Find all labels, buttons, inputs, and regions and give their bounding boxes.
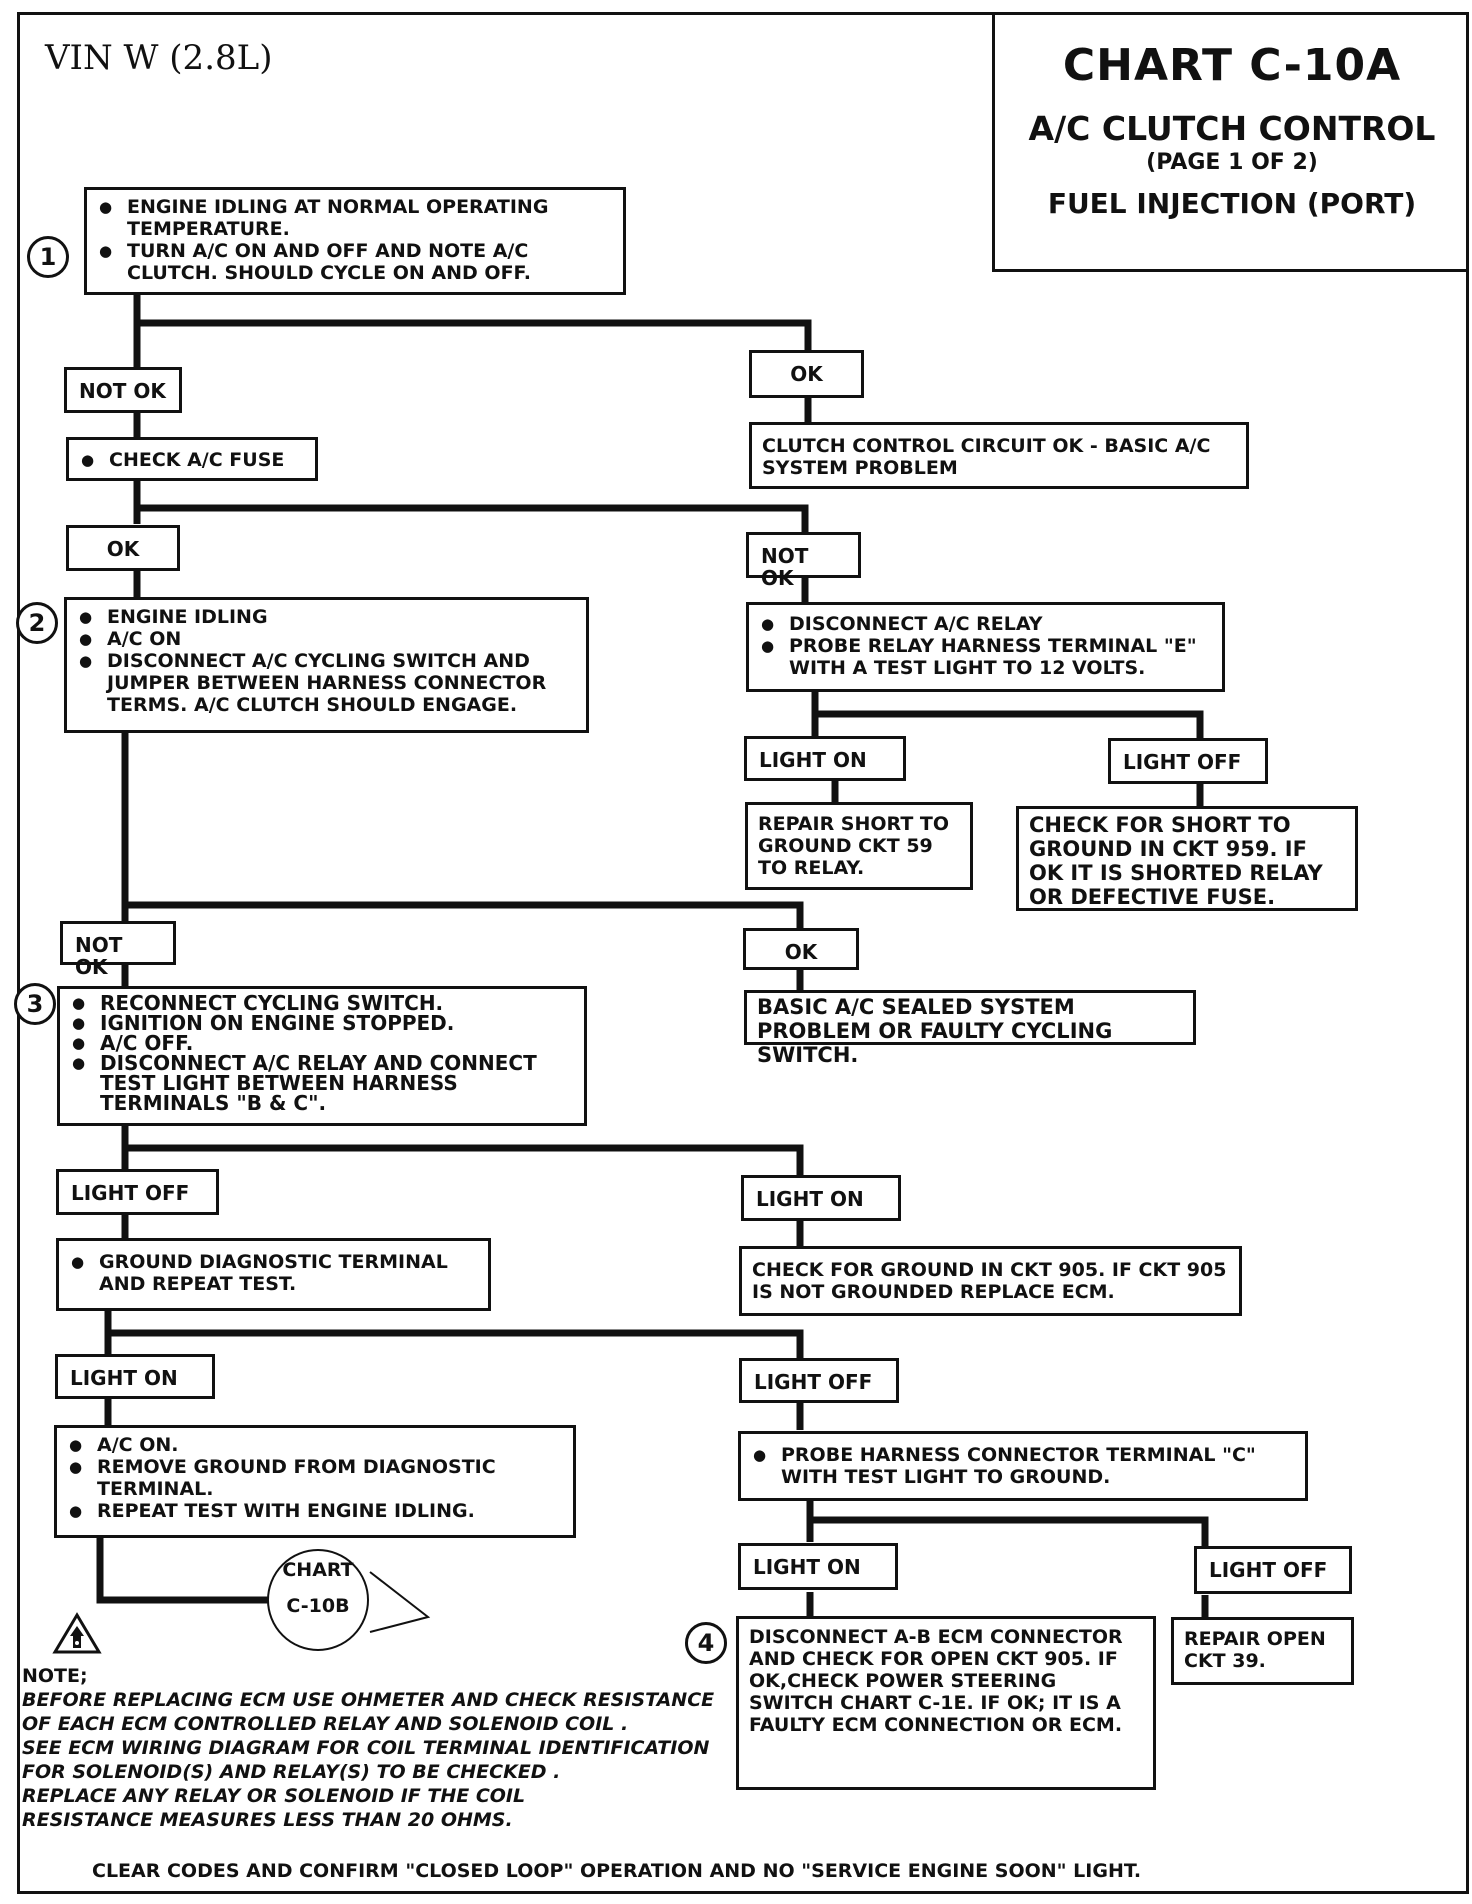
step-1-marker: 1 [27, 236, 69, 278]
chart-c10b-reference[interactable]: CHART C-10B [268, 1552, 368, 1624]
chart-ref-symbol [267, 1549, 431, 1651]
step-3-item: DISCONNECT A/C RELAY AND CONNECT TEST LI… [72, 1053, 574, 1113]
step-2-item: ENGINE IDLING [79, 606, 576, 628]
note-line: OF EACH ECM CONTROLLED RELAY AND SOLENOI… [22, 1713, 629, 1735]
step-2-box: ENGINE IDLING A/C ON DISCONNECT A/C CYCL… [64, 597, 589, 733]
light-off-label: LIGHT OFF [56, 1169, 219, 1215]
note-line: REPLACE ANY RELAY OR SOLENOID IF THE COI… [22, 1785, 526, 1807]
ac-on-item: A/C ON. [69, 1434, 563, 1456]
note-body: BEFORE REPLACING ECM USE OHMETER AND CHE… [22, 1688, 742, 1832]
step-2-item: A/C ON [79, 628, 576, 650]
step-3-item: RECONNECT CYCLING SWITCH. [72, 993, 574, 1013]
step-2-item: DISCONNECT A/C CYCLING SWITCH AND JUMPER… [79, 650, 576, 716]
not-ok-label: NOT OK [64, 367, 182, 413]
ground-diag-item: GROUND DIAGNOSTIC TERMINAL AND REPEAT TE… [71, 1251, 478, 1295]
ok-label: OK [66, 525, 180, 571]
step-4-marker: 4 [685, 1622, 727, 1664]
sealed-system-box: BASIC A/C SEALED SYSTEM PROBLEM OR FAULT… [744, 990, 1196, 1067]
connector [96, 1538, 268, 1604]
repair-short-box: REPAIR SHORT TO GROUND CKT 59 TO RELAY. [745, 802, 973, 890]
connector [815, 710, 1204, 738]
not-ok-label: NOT OK [60, 921, 176, 978]
step-1-item: ENGINE IDLING AT NORMAL OPERATING TEMPER… [99, 196, 613, 240]
connector [810, 1516, 1209, 1546]
light-on-label: LIGHT ON [741, 1175, 901, 1221]
chart-ref-line: CHART [282, 1559, 354, 1581]
repair-open-box: REPAIR OPEN CKT 39. [1171, 1617, 1354, 1685]
step-3-marker: 3 [14, 983, 56, 1025]
disconnect-ab-box: DISCONNECT A-B ECM CONNECTOR AND CHECK F… [736, 1616, 1156, 1790]
step-3-item: A/C OFF. [72, 1033, 574, 1053]
ok-label: OK [743, 928, 859, 970]
clutch-ok-box: CLUTCH CONTROL CIRCUIT OK - BASIC A/C SY… [749, 422, 1249, 489]
connector [137, 504, 809, 534]
light-on-label: LIGHT ON [738, 1543, 898, 1590]
relay-item: DISCONNECT A/C RELAY [761, 613, 1212, 635]
relay-item: PROBE RELAY HARNESS TERMINAL "E" WITH A … [761, 635, 1212, 679]
note-line: FOR SOLENOID(S) AND RELAY(S) TO BE CHECK… [22, 1761, 561, 1783]
light-on-label: LIGHT ON [55, 1354, 215, 1399]
check-short-box: CHECK FOR SHORT TO GROUND IN CKT 959. IF… [1016, 806, 1358, 911]
step-2-marker: 2 [16, 602, 58, 644]
note-line: SEE ECM WIRING DIAGRAM FOR COIL TERMINAL… [22, 1737, 710, 1759]
note-block: NOTE; BEFORE REPLACING ECM USE OHMETER A… [22, 1664, 742, 1832]
connector [125, 1144, 804, 1176]
vin-label: VIN W (2.8L) [45, 38, 273, 78]
ac-on-item: REPEAT TEST WITH ENGINE IDLING. [69, 1500, 563, 1522]
ok-label: OK [749, 350, 864, 398]
relay-check-box: DISCONNECT A/C RELAY PROBE RELAY HARNESS… [746, 602, 1225, 692]
not-ok-label: NOT OK [746, 532, 861, 589]
footer-instruction: CLEAR CODES AND CONFIRM "CLOSED LOOP" OP… [92, 1860, 1142, 1882]
step-1-box: ENGINE IDLING AT NORMAL OPERATING TEMPER… [84, 187, 626, 295]
warning-icon [52, 1612, 102, 1654]
step-3-box: RECONNECT CYCLING SWITCH. IGNITION ON EN… [57, 986, 587, 1126]
probe-c-item: PROBE HARNESS CONNECTOR TERMINAL "C" WIT… [753, 1444, 1295, 1488]
page-indicator: (PAGE 1 OF 2) [1146, 150, 1318, 175]
check-905-box: CHECK FOR GROUND IN CKT 905. IF CKT 905 … [739, 1246, 1242, 1316]
title-block: CHART C-10A A/C CLUTCH CONTROL (PAGE 1 O… [992, 12, 1469, 272]
fuse-item: CHECK A/C FUSE [81, 449, 305, 471]
chart-ref-line: C-10B [286, 1595, 350, 1617]
light-off-label: LIGHT OFF [1108, 738, 1268, 784]
fuel-type: FUEL INJECTION (PORT) [1047, 187, 1417, 220]
chart-title: CHART C-10A [1062, 40, 1402, 91]
page-frame [17, 12, 1469, 1894]
note-line: RESISTANCE MEASURES LESS THAN 20 OHMS. [22, 1809, 513, 1831]
light-off-label: LIGHT OFF [1194, 1546, 1352, 1594]
connector [108, 1329, 804, 1358]
ac-on-box: A/C ON. REMOVE GROUND FROM DIAGNOSTIC TE… [54, 1425, 576, 1538]
note-heading: NOTE; [22, 1665, 88, 1687]
ground-diag-box: GROUND DIAGNOSTIC TERMINAL AND REPEAT TE… [56, 1238, 491, 1311]
connector [137, 319, 812, 352]
ac-on-item: REMOVE GROUND FROM DIAGNOSTIC TERMINAL. [69, 1456, 563, 1500]
check-fuse-box: CHECK A/C FUSE [66, 437, 318, 481]
step-3-item: IGNITION ON ENGINE STOPPED. [72, 1013, 574, 1033]
light-on-label: LIGHT ON [744, 736, 906, 781]
chart-subtitle: A/C CLUTCH CONTROL [1028, 109, 1436, 148]
light-off-label: LIGHT OFF [739, 1358, 899, 1403]
probe-c-box: PROBE HARNESS CONNECTOR TERMINAL "C" WIT… [738, 1431, 1308, 1501]
step-1-item: TURN A/C ON AND OFF AND NOTE A/C CLUTCH.… [99, 240, 613, 284]
connector [125, 901, 804, 928]
note-line: BEFORE REPLACING ECM USE OHMETER AND CHE… [22, 1689, 715, 1711]
